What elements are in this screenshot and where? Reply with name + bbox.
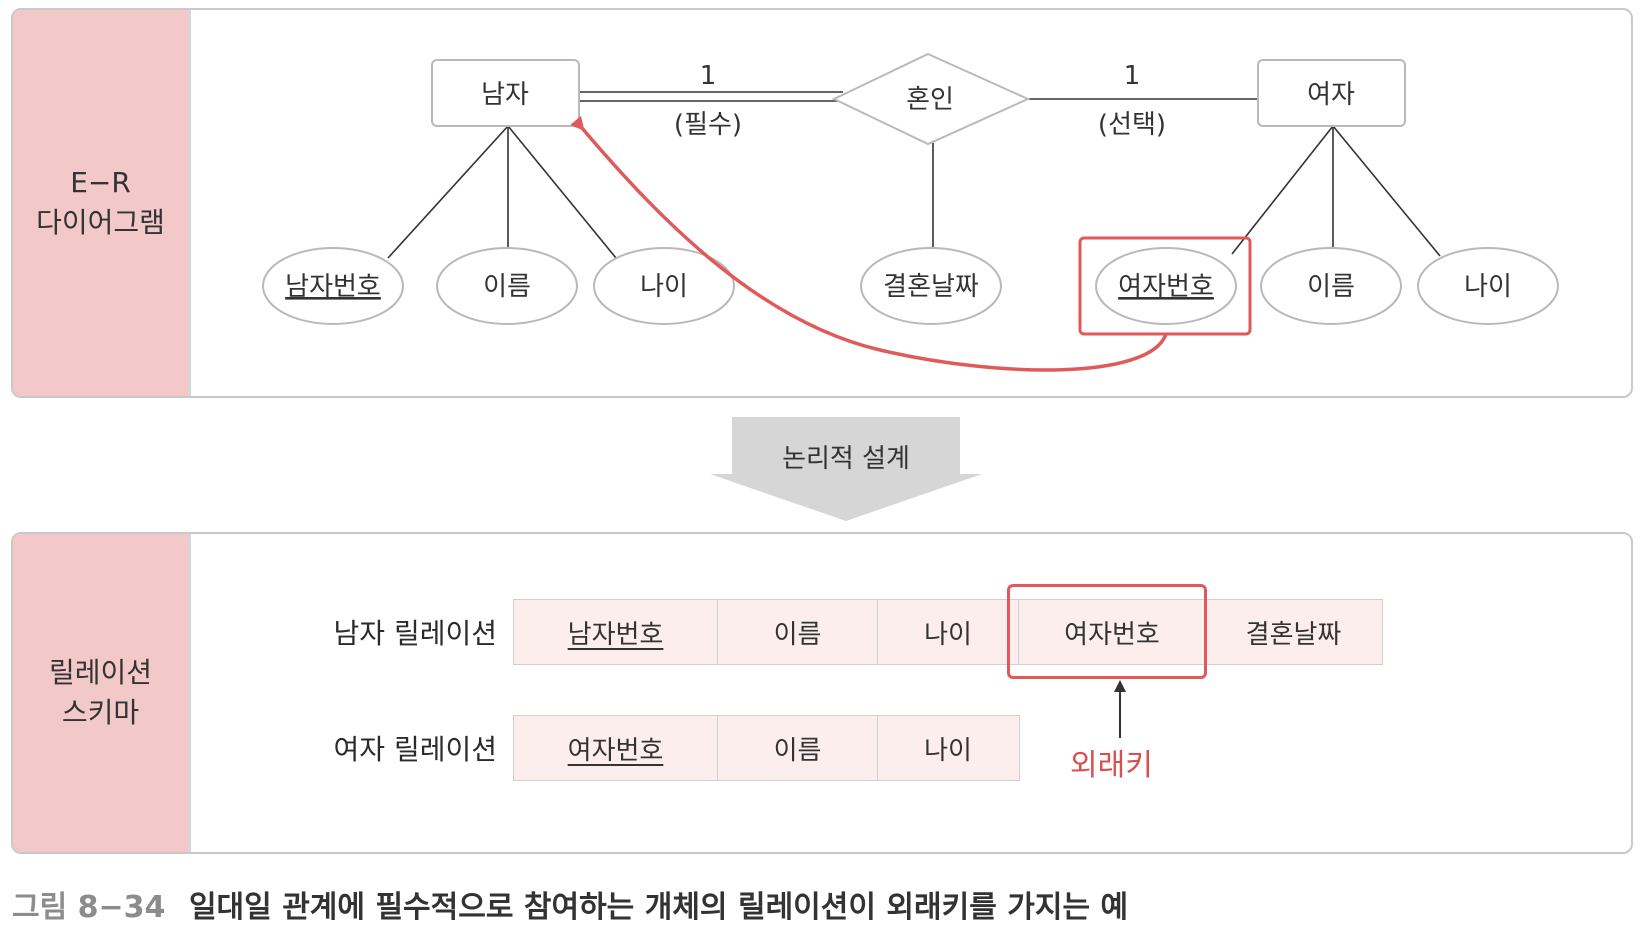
relationship-label: 혼인 bbox=[906, 85, 954, 115]
attr-man-name-label: 이름 bbox=[483, 272, 531, 302]
woman-relation-row: 여자번호 이름 나이 bbox=[512, 715, 1020, 781]
woman-cell-name-text: 이름 bbox=[773, 735, 822, 766]
rel-panel-title: 릴레이션 스키마 bbox=[13, 534, 191, 852]
woman-cell-id: 여자번호 bbox=[512, 715, 719, 781]
attr-man-id-label: 남자번호 bbox=[285, 272, 381, 302]
attr-woman-id bbox=[1095, 247, 1237, 325]
relationship-diamond bbox=[831, 52, 1031, 146]
man-cell-id: 남자번호 bbox=[512, 599, 719, 665]
entity-man-label: 남자 bbox=[481, 80, 529, 110]
foreign-key-pointer-arrow bbox=[1114, 680, 1126, 738]
man-cell-age-text: 나이 bbox=[924, 619, 972, 650]
attr-man-id bbox=[262, 247, 404, 325]
er-panel-title: E−R 다이어그램 bbox=[13, 10, 191, 396]
figure-caption-text: 일대일 관계에 필수적으로 참여하는 개체의 릴레이션이 외래키를 가지는 예 bbox=[188, 890, 1129, 925]
attr-woman-age bbox=[1417, 247, 1559, 325]
man-cell-age: 나이 bbox=[876, 599, 1020, 665]
attr-man-name bbox=[436, 247, 578, 325]
attr-man-age bbox=[593, 247, 735, 325]
man-attr-line-1 bbox=[387, 125, 509, 259]
man-cell-id-text: 남자번호 bbox=[567, 619, 664, 650]
attr-woman-age-label: 나이 bbox=[1464, 272, 1512, 302]
man-relation-label: 남자 릴레이션 bbox=[333, 617, 497, 650]
foreign-key-highlight-box bbox=[1007, 584, 1207, 679]
entity-man-box bbox=[431, 59, 580, 127]
foreign-key-curve-arrow bbox=[570, 115, 1168, 372]
man-cell-name: 이름 bbox=[717, 599, 878, 665]
attr-woman-name-label: 이름 bbox=[1307, 272, 1355, 302]
right-cardinality: 1 bbox=[1124, 61, 1141, 91]
left-cardinality: 1 bbox=[700, 61, 717, 91]
logical-design-label: 논리적 설계 bbox=[782, 444, 910, 474]
foreign-key-label: 외래키 bbox=[1070, 748, 1153, 783]
man-cell-name-text: 이름 bbox=[773, 619, 822, 650]
woman-cell-age-text: 나이 bbox=[924, 735, 972, 766]
entity-woman-label: 여자 bbox=[1307, 80, 1355, 110]
attr-marriage-date-label: 결혼날짜 bbox=[883, 272, 979, 302]
relation-schema-panel: 릴레이션 스키마 bbox=[11, 532, 1633, 854]
woman-relation-label: 여자 릴레이션 bbox=[333, 733, 497, 766]
attr-marriage-date bbox=[860, 247, 1002, 325]
right-participation: (선택) bbox=[1098, 110, 1166, 140]
rel-title-line2: 스키마 bbox=[61, 696, 140, 729]
man-cell-woman-id-text: 여자번호 bbox=[1064, 619, 1160, 650]
er-diagram: 남자 여자 혼인 1 (필수) 1 (선택) 남자번호 이름 나이 결혼날짜 여… bbox=[262, 52, 1559, 372]
logical-design-arrow bbox=[710, 417, 982, 521]
rel-title-line1: 릴레이션 bbox=[48, 656, 153, 689]
man-attr-line-3 bbox=[507, 125, 617, 259]
attr-man-age-label: 나이 bbox=[640, 272, 688, 302]
woman-attr-line-1 bbox=[1231, 125, 1334, 255]
woman-cell-id-text: 여자번호 bbox=[567, 735, 664, 766]
er-title-line2: 다이어그램 bbox=[36, 206, 165, 239]
er-title-line1: E−R bbox=[70, 166, 131, 199]
attr-woman-name bbox=[1260, 247, 1402, 325]
figure-number: 그림 8−34 bbox=[12, 890, 166, 925]
man-cell-woman-id: 여자번호 bbox=[1018, 599, 1206, 665]
woman-attr-line-3 bbox=[1332, 125, 1441, 257]
woman-cell-name: 이름 bbox=[717, 715, 878, 781]
entity-woman-box bbox=[1257, 59, 1406, 127]
figure-caption: 그림 8−34 일대일 관계에 필수적으로 참여하는 개체의 릴레이션이 외래키… bbox=[12, 882, 1128, 926]
man-cell-marriage-date-text: 결혼날짜 bbox=[1245, 619, 1342, 650]
left-participation: (필수) bbox=[674, 110, 742, 140]
man-relation-row: 남자번호 이름 나이 여자번호 결혼날짜 bbox=[512, 599, 1383, 665]
woman-cell-age: 나이 bbox=[876, 715, 1020, 781]
man-cell-marriage-date: 결혼날짜 bbox=[1204, 599, 1383, 665]
attr-woman-id-label: 여자번호 bbox=[1118, 272, 1214, 302]
